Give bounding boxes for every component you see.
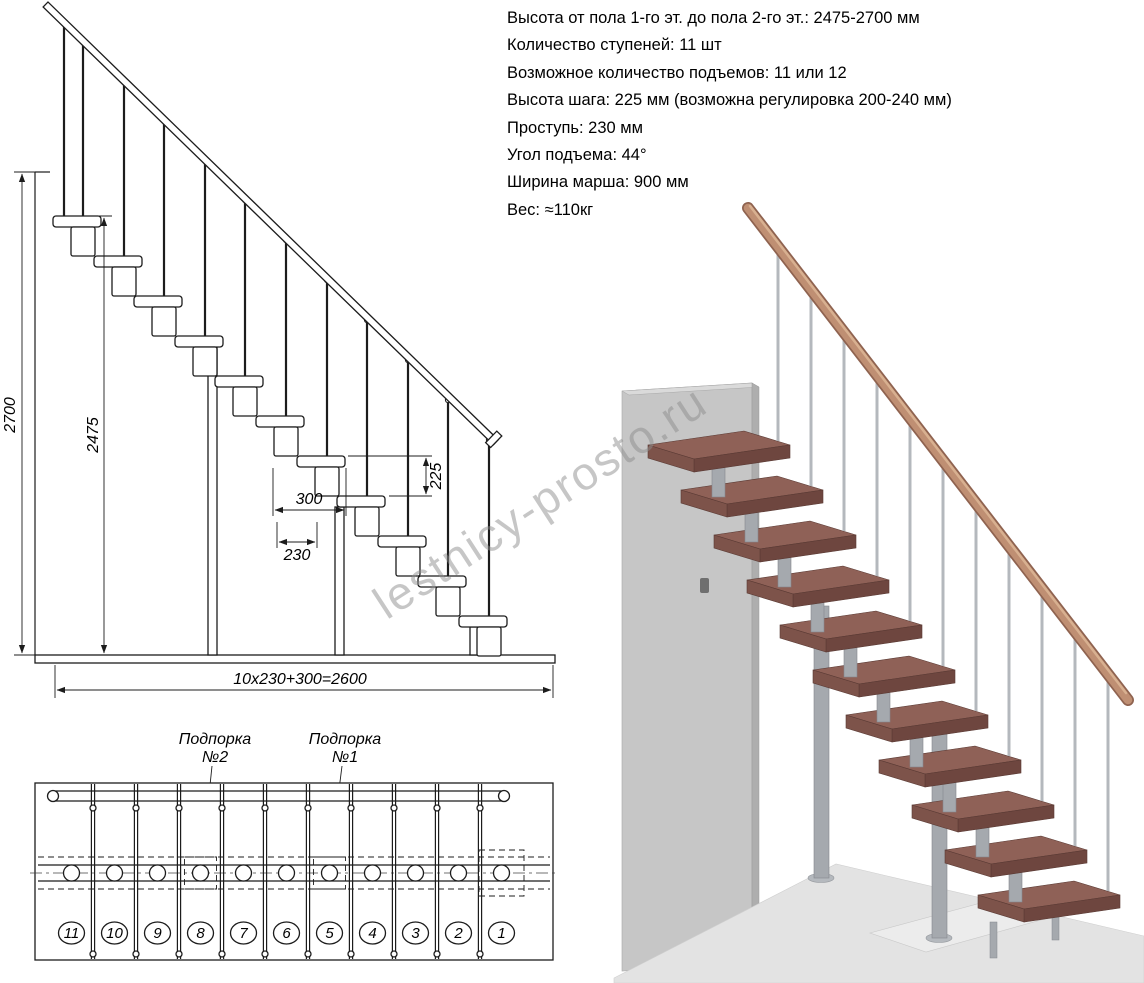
dim-label-225: 225 <box>428 463 445 491</box>
dimension-total-length: 10x230+300=2600 <box>54 665 554 698</box>
plan-step-numbers: 11 10 9 8 7 6 5 4 3 2 1 <box>57 921 516 945</box>
step-number: 4 <box>368 925 376 942</box>
spec-line-steps: Количество ступеней: 11 шт <box>507 36 722 55</box>
step-number: 3 <box>411 925 420 942</box>
step-number: 8 <box>196 925 205 942</box>
side-elevation-drawing: 2700 2475 300 230 225 10x230+300=2600 <box>2 1 556 698</box>
dimension-225: 225 <box>348 455 445 497</box>
handrail <box>42 1 503 449</box>
spec-line-weight: Вес: ≈110кг <box>507 200 594 219</box>
dimension-2475: 2475 <box>85 215 112 654</box>
plan-post-circles <box>62 864 511 882</box>
support-1-label-line1: Подпорка <box>309 731 381 748</box>
steps <box>52 215 508 657</box>
step-number: 5 <box>325 925 334 942</box>
dim-label-230: 230 <box>283 547 311 564</box>
step-number: 7 <box>239 925 248 942</box>
spec-line-rises: Возможное количество подъемов: 11 или 12 <box>507 63 847 82</box>
spec-line-step-rise: Высота шага: 225 мм (возможна регулировк… <box>507 91 952 110</box>
support-2-label-line2: №2 <box>202 749 228 766</box>
step-number: 2 <box>453 925 463 942</box>
dim-label-300: 300 <box>296 491 323 508</box>
step-number: 9 <box>153 925 162 942</box>
support-2-label: Подпорка №2 <box>179 731 251 854</box>
dim-label-2475: 2475 <box>85 417 102 454</box>
step-number: 6 <box>282 925 291 942</box>
step-number: 10 <box>106 925 123 942</box>
spec-line-angle: Угол подъема: 44° <box>507 146 647 165</box>
plan-support-marks <box>184 849 525 897</box>
support-1-label-line2: №1 <box>332 749 358 766</box>
dim-label-2700: 2700 <box>2 397 19 434</box>
plan-handrail <box>46 789 511 803</box>
spec-line-width: Ширина марша: 900 мм <box>507 173 689 192</box>
wall-line <box>34 171 50 655</box>
step-number: 1 <box>497 925 505 942</box>
specifications-list: Высота от пола 1-го эт. до пола 2-го эт.… <box>507 5 1127 224</box>
support-2-label-line1: Подпорка <box>179 731 251 748</box>
spec-line-tread: Проступь: 230 мм <box>507 118 643 137</box>
dimension-300: 300 <box>272 468 347 516</box>
dimension-230: 230 <box>276 522 318 564</box>
render-handrail <box>742 202 1134 706</box>
staircase-3d-render <box>613 202 1144 983</box>
dimension-2700: 2700 <box>2 171 40 656</box>
render-balusters <box>776 249 1110 891</box>
plan-view-drawing: Подпорка №2 Подпорка №1 <box>30 731 556 961</box>
balusters <box>62 20 493 618</box>
floor-line <box>34 654 556 664</box>
dim-label-total-length: 10x230+300=2600 <box>233 671 367 688</box>
wall-fixture <box>700 578 709 593</box>
spec-line-height: Высота от пола 1-го эт. до пола 2-го эт.… <box>507 9 920 27</box>
step-number: 11 <box>64 925 80 942</box>
